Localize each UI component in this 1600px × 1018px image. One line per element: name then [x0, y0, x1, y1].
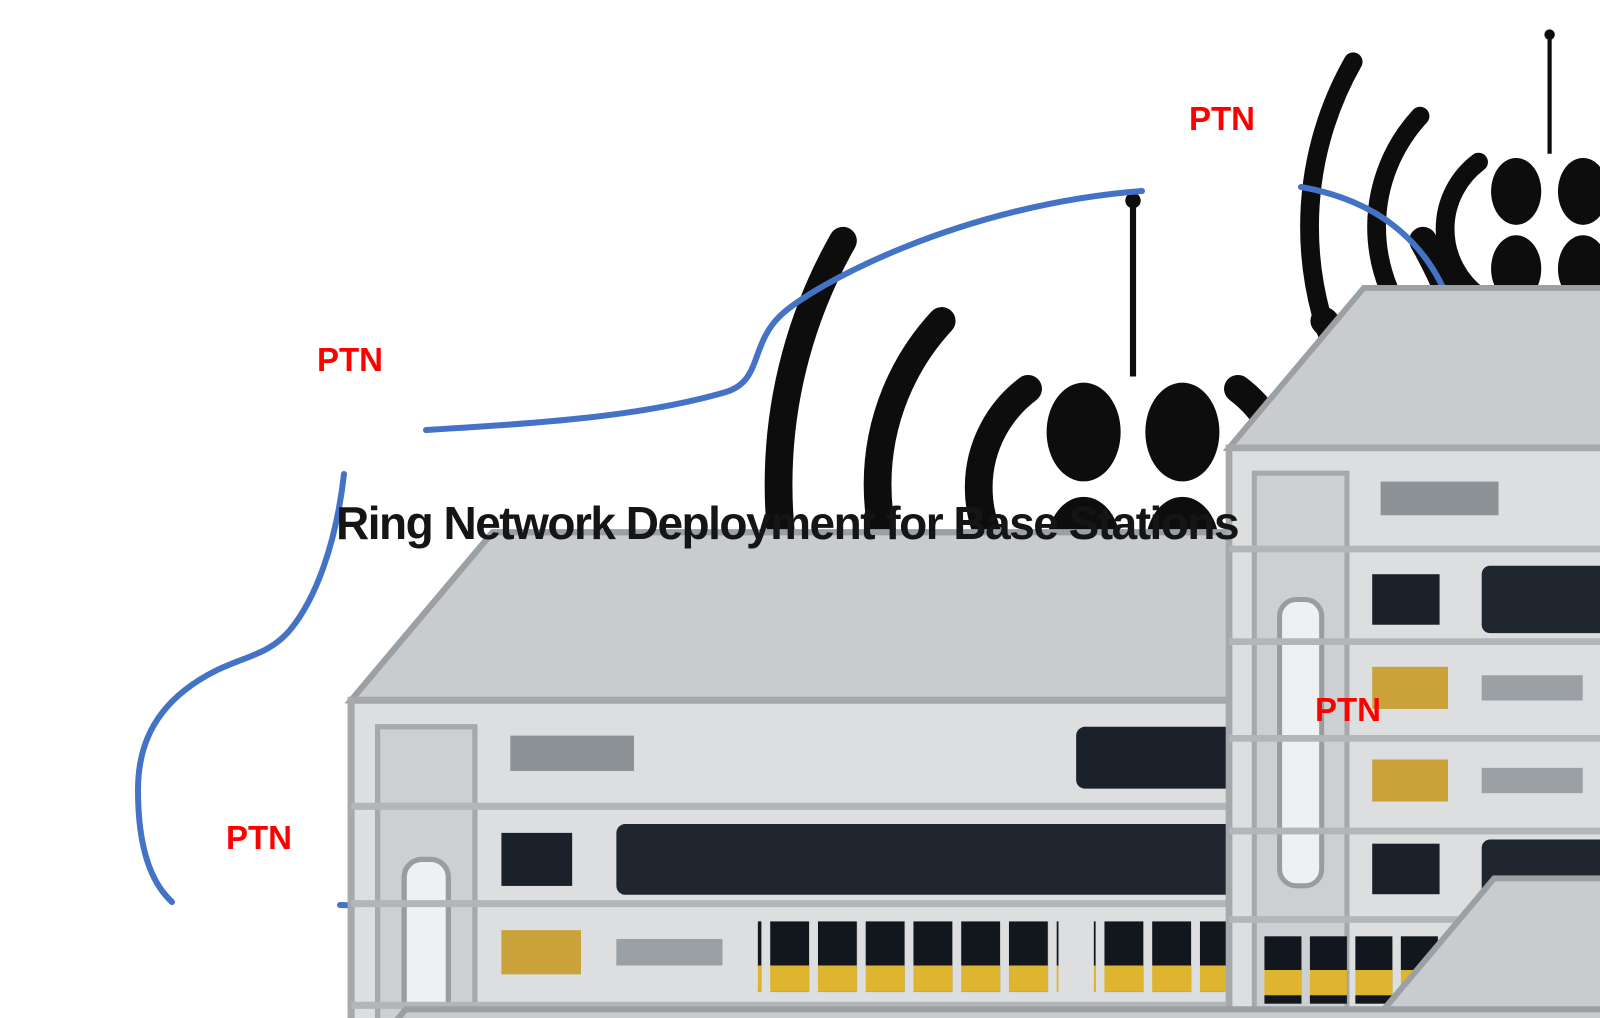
ptn-device-icon-bottom-left	[267, 1009, 1600, 1018]
diagram-title: Ring Network Deployment for Base Station…	[336, 497, 1240, 549]
ptn-label-bottom-left: PTN	[226, 819, 292, 856]
ptn-label-bottom-right: PTN	[1315, 691, 1381, 728]
ring-link-upperleft-topright	[423, 188, 1145, 433]
ptn-label-top-right: PTN	[1189, 100, 1255, 137]
ptn-label-upper-left: PTN	[317, 341, 383, 378]
ring-link-bottomleft-upperleft	[134, 471, 347, 905]
